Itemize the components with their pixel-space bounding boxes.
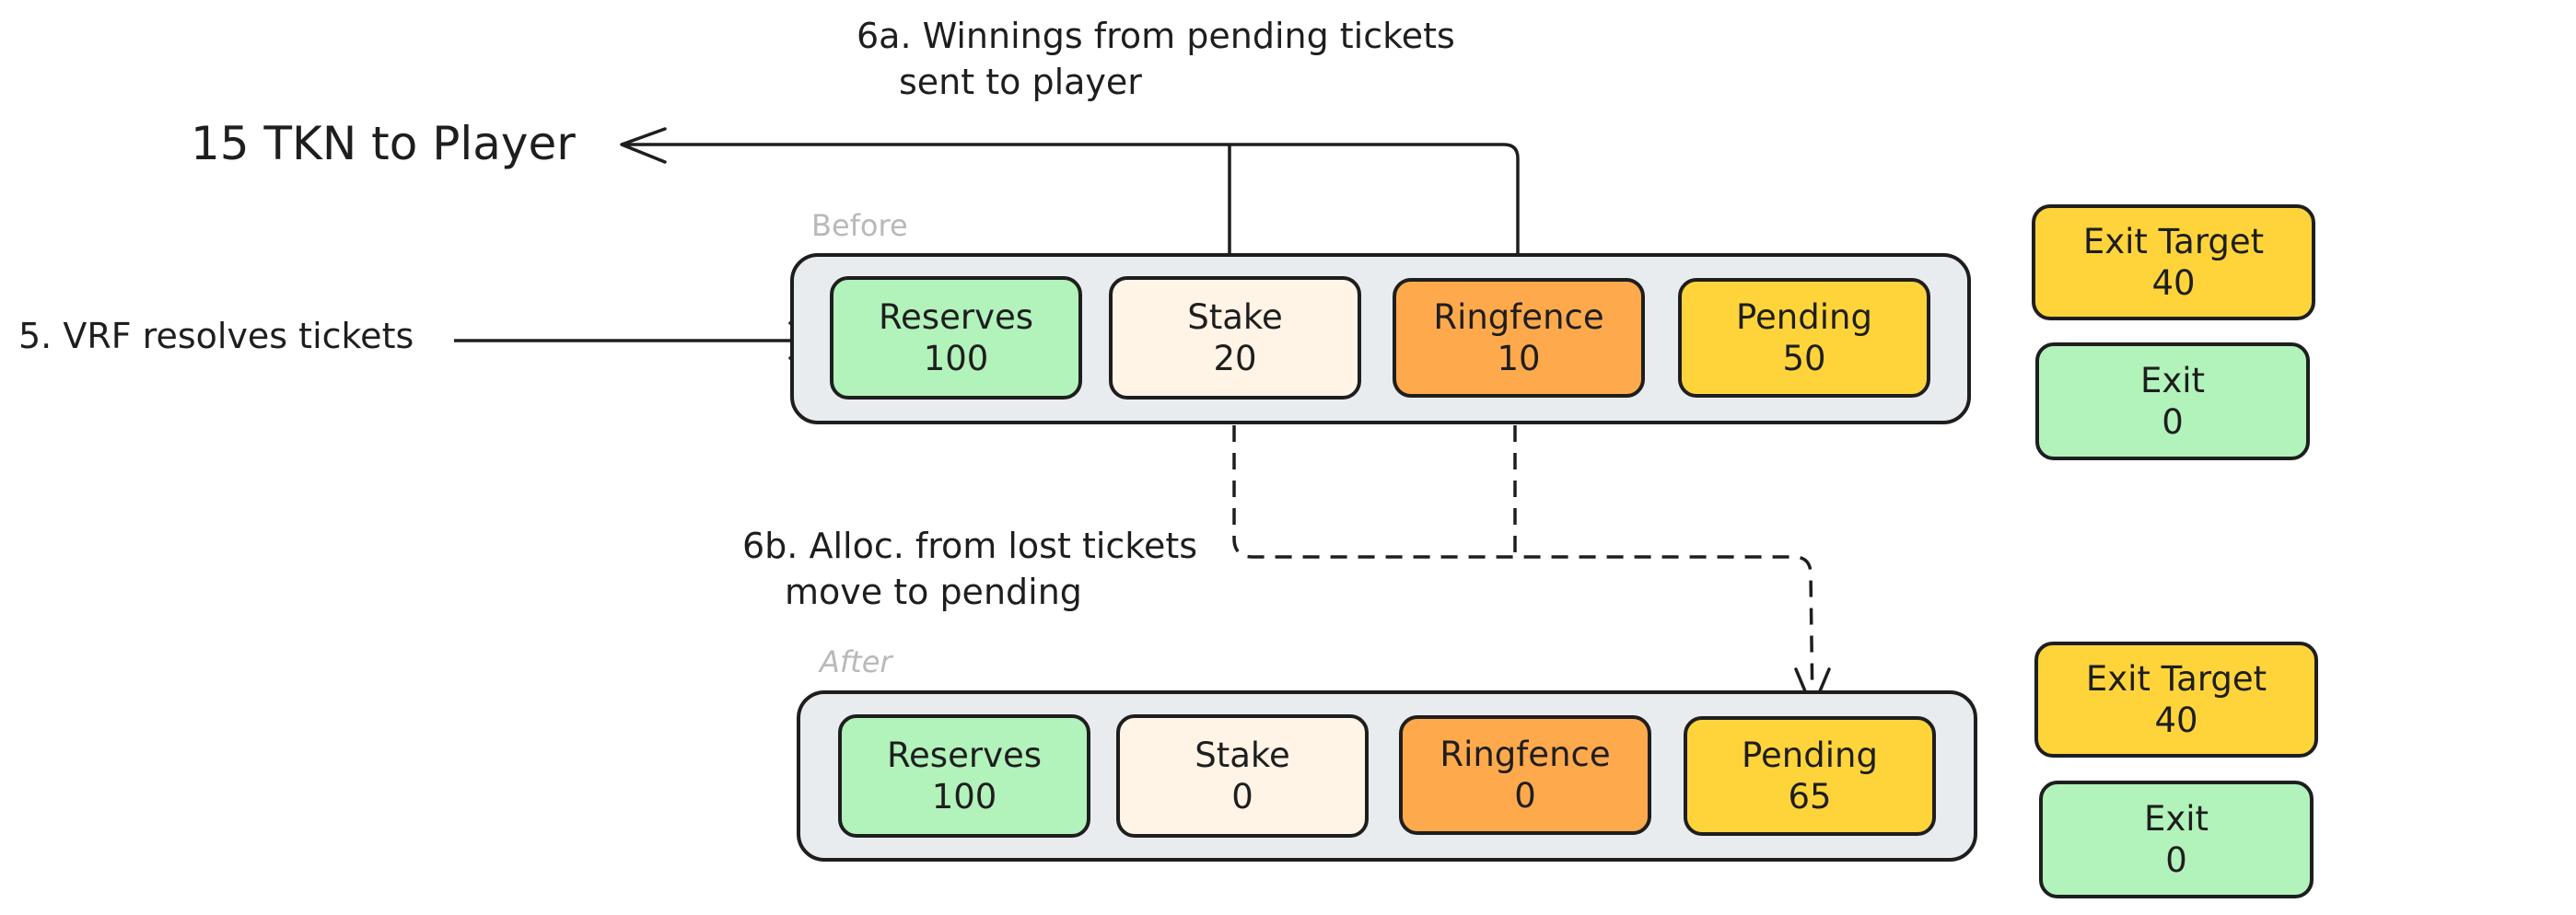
alloc-annotation-line1: 6b. Alloc. from lost tickets <box>742 526 1198 566</box>
alloc-dashed-stake <box>1232 398 1814 708</box>
payout-label: 15 TKN to Player <box>191 117 576 170</box>
before-ringfence-value: 10 <box>1497 339 1541 378</box>
winnings-arrowhead <box>620 127 667 164</box>
after-exit-box: Exit 0 <box>2039 781 2314 898</box>
after-pending-value: 65 <box>1788 777 1832 817</box>
after-exit-value: 0 <box>2165 840 2187 880</box>
after-ringfence-value: 0 <box>1514 776 1536 816</box>
after-ringfence-box: Ringfence 0 <box>1399 715 1651 835</box>
before-stake-box: Stake 20 <box>1109 276 1361 400</box>
before-pending-box: Pending 50 <box>1678 278 1930 398</box>
after-stake-name: Stake <box>1195 735 1290 775</box>
vrf-annotation: 5. VRF resolves tickets <box>18 316 414 356</box>
after-pending-name: Pending <box>1742 735 1878 775</box>
winnings-arrow <box>622 143 1520 274</box>
winnings-annotation-line2: sent to player <box>899 62 1142 102</box>
after-exit-target-value: 40 <box>2154 701 2198 740</box>
before-ringfence-box: Ringfence 10 <box>1393 278 1645 398</box>
after-ringfence-name: Ringfence <box>1440 735 1611 774</box>
after-exit-target-name: Exit Target <box>2085 659 2267 699</box>
after-reserves-value: 100 <box>931 777 997 817</box>
after-title: After <box>820 644 892 679</box>
before-pending-value: 50 <box>1782 339 1826 378</box>
winnings-annotation: 6a. Winnings from pending tickets sent t… <box>857 13 1455 105</box>
before-reserves-name: Reserves <box>879 297 1033 337</box>
before-exit-box: Exit 0 <box>2035 342 2310 460</box>
after-exit-name: Exit <box>2143 799 2209 839</box>
before-stake-value: 20 <box>1213 339 1257 378</box>
after-exit-target-box: Exit Target 40 <box>2034 642 2318 758</box>
after-stake-box: Stake 0 <box>1116 714 1369 838</box>
before-stake-name: Stake <box>1187 297 1283 337</box>
before-reserves-value: 100 <box>923 339 989 378</box>
before-title: Before <box>811 208 908 243</box>
before-ringfence-name: Ringfence <box>1433 297 1604 337</box>
before-pending-name: Pending <box>1736 297 1872 337</box>
before-exit-target-name: Exit Target <box>2082 222 2265 261</box>
before-reserves-box: Reserves 100 <box>830 276 1082 400</box>
before-exit-name: Exit <box>2139 361 2206 400</box>
after-reserves-box: Reserves 100 <box>838 714 1090 838</box>
before-exit-value: 0 <box>2162 402 2184 442</box>
winnings-annotation-line1: 6a. Winnings from pending tickets <box>857 16 1455 56</box>
after-pending-box: Pending 65 <box>1684 716 1936 836</box>
alloc-annotation-line2: move to pending <box>785 572 1082 612</box>
alloc-annotation: 6b. Alloc. from lost tickets move to pen… <box>742 523 1197 615</box>
after-reserves-name: Reserves <box>887 735 1042 775</box>
before-exit-target-box: Exit Target 40 <box>2032 204 2315 320</box>
after-stake-value: 0 <box>1231 777 1253 817</box>
before-exit-target-value: 40 <box>2151 263 2196 303</box>
